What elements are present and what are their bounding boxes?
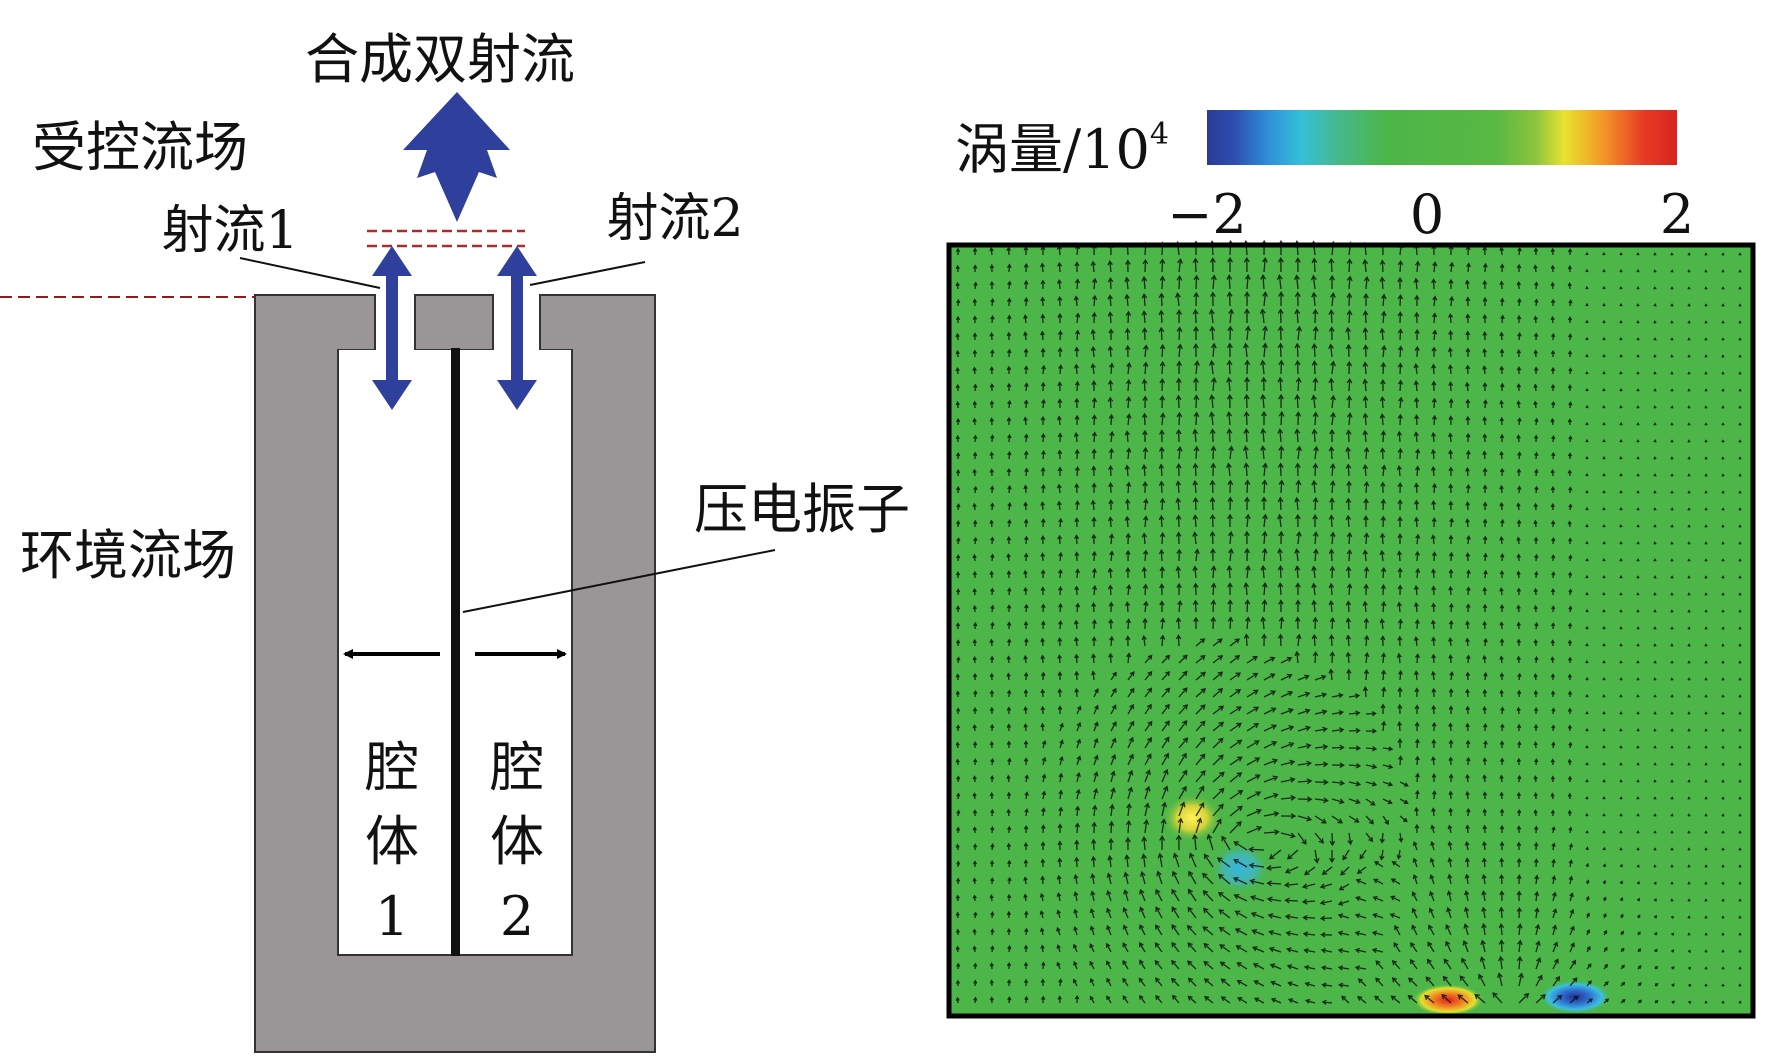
synthetic-jet-arrow	[403, 92, 510, 222]
colorbar-tick-mid: 0	[1410, 183, 1444, 246]
piezo-plate	[451, 348, 460, 956]
jet2-double-arrow	[497, 246, 537, 410]
synthetic-dual-jet-label: 合成双射流	[305, 28, 575, 91]
velocity-vector-field	[955, 239, 1742, 1005]
colorbar-label: 涡量/104	[955, 117, 1169, 181]
cavity1-label-line2: 体	[365, 810, 419, 873]
cavity1-label-line1: 腔	[365, 736, 419, 799]
controlled-flow-label: 受控流场	[32, 116, 248, 179]
velocity-vectors	[955, 239, 1742, 1005]
piezo-leader	[462, 549, 776, 613]
center-cap	[414, 294, 494, 351]
colorbar	[1207, 110, 1677, 165]
cavity1-label-line3: 1	[375, 885, 409, 948]
jet2-leader	[529, 261, 646, 286]
jet1-label: 射流1	[161, 201, 298, 261]
piezo-label: 压电振子	[694, 478, 910, 541]
actuator-schematic: 合成双射流 受控流场 射流1 射流2 压电振子 环境流场 腔 体 1 腔 体 2	[0, 28, 910, 1053]
vorticity-plot: 涡量/104 −2 0 2	[946, 110, 1756, 1019]
colorbar-tick-max: 2	[1660, 183, 1694, 246]
jet1-leader	[239, 257, 381, 289]
ambient-flow-label: 环境流场	[20, 524, 236, 587]
vorticity-field	[949, 245, 1753, 1016]
cavity2-label-line3: 2	[500, 885, 534, 948]
colorbar-tick-min: −2	[1167, 183, 1247, 246]
jet2-label: 射流2	[606, 189, 743, 249]
cavity2-label-line1: 腔	[490, 736, 544, 799]
jet1-double-arrow	[372, 246, 412, 410]
vortex-spot-negative-left	[1210, 842, 1270, 894]
plot-frame	[946, 242, 1756, 1019]
cavity2-label-line2: 体	[490, 810, 544, 873]
colorbar-exponent: 4	[1150, 117, 1169, 152]
vortex-spot-positive-left	[1162, 794, 1222, 842]
